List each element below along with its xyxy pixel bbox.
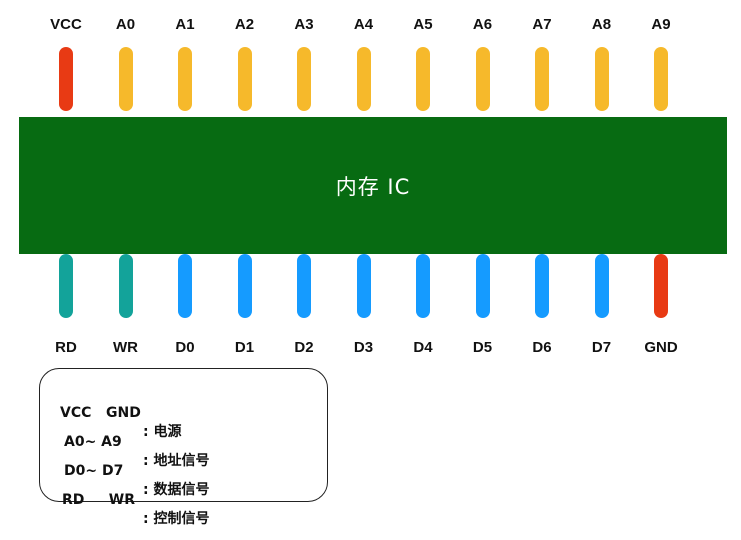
pin-label-a9: A9 (651, 16, 671, 33)
pin-wr (118, 254, 133, 318)
pin-rd (59, 254, 73, 318)
pin-vcc (59, 47, 73, 111)
pin-label-a0: A0 (115, 16, 136, 33)
pin-label-a5: A5 (413, 16, 433, 33)
pin-label-a1: A1 (175, 16, 195, 33)
legend-pins: VCC GND (60, 405, 141, 421)
pin-label-a3: A3 (294, 16, 314, 33)
pin-label-a2: A2 (234, 16, 255, 33)
legend-description: : 地址信号 (143, 453, 210, 469)
legend-row-data: D0~ D7 : 数据信号 (40, 447, 209, 498)
pin-a9 (654, 47, 668, 111)
pin-d3 (356, 254, 371, 318)
chip-label: 内存 IC (335, 174, 411, 199)
pin-d4 (416, 254, 430, 318)
pin-label-d5: D5 (472, 339, 493, 356)
pin-label-a6: A6 (472, 16, 493, 33)
legend-box: VCC GND : 电源 A0~ A9 : 地址信号 D0~ D7 : 数据信号… (39, 368, 328, 527)
pin-d0 (178, 254, 192, 318)
pin-a3 (297, 47, 311, 111)
legend-row-control: RD WR : 控制信号 (40, 476, 209, 527)
legend-row-power: VCC GND : 电源 (40, 389, 181, 440)
pin-a6 (475, 47, 490, 111)
legend-description: : 数据信号 (143, 482, 210, 498)
pin-label-d4: D4 (413, 339, 433, 356)
pin-label-a4: A4 (353, 16, 374, 33)
pin-label-d6: D6 (532, 339, 552, 356)
pin-label-d3: D3 (353, 339, 374, 356)
memory-chip-body: 内存 IC (19, 117, 727, 254)
pin-label-gnd: GND (644, 339, 678, 356)
pin-d2 (297, 254, 311, 318)
pin-a2 (237, 47, 252, 111)
legend-row-address: A0~ A9 : 地址信号 (40, 418, 209, 469)
legend-pins: RD WR (62, 492, 135, 508)
pin-a4 (356, 47, 371, 111)
pin-a7 (535, 47, 549, 111)
legend-description: : 电源 (143, 424, 182, 440)
pin-gnd (654, 254, 668, 318)
pin-a5 (416, 47, 430, 111)
pin-label-vcc: VCC (50, 16, 82, 33)
pin-d1 (237, 254, 252, 318)
pin-label-d7: D7 (591, 339, 612, 356)
pin-label-d1: D1 (234, 339, 255, 356)
pin-d5 (475, 254, 490, 318)
pin-a8 (594, 47, 609, 111)
pin-label-wr: WR (113, 339, 138, 356)
pin-label-a7: A7 (532, 16, 552, 33)
pin-a1 (178, 47, 192, 111)
pin-d6 (535, 254, 549, 318)
pin-label-rd: RD (55, 339, 77, 356)
pin-d7 (594, 254, 609, 318)
pin-label-d0: D0 (175, 339, 195, 356)
pin-a0 (118, 47, 133, 111)
pin-label-a8: A8 (591, 16, 612, 33)
legend-description: : 控制信号 (143, 511, 210, 527)
legend-pins: A0~ A9 (64, 434, 122, 450)
legend-pins: D0~ D7 (64, 463, 124, 479)
pin-label-d2: D2 (294, 339, 314, 356)
